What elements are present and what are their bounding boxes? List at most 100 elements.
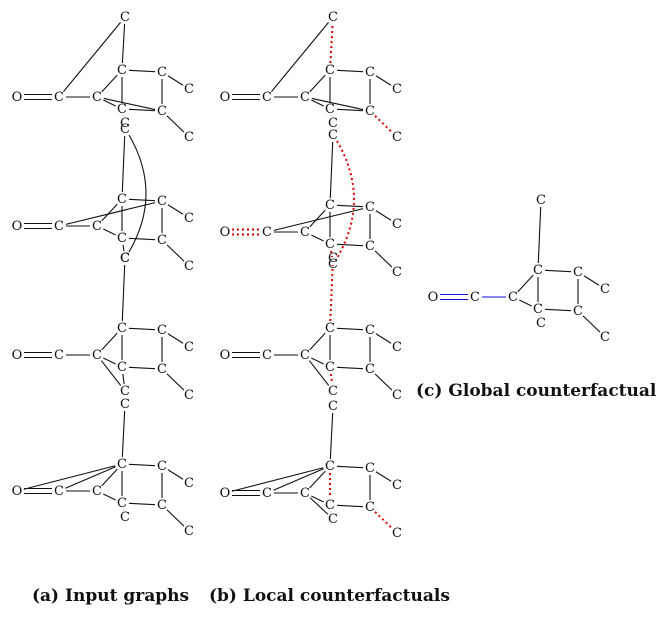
input-3-bond-C4-C6 [128, 366, 156, 370]
input-3-atom-C4: C [117, 360, 127, 375]
local-1-atom-O: O [220, 90, 231, 105]
input-3-bond-C6-C10 [166, 373, 185, 391]
input-1-atom-C8: C [120, 116, 130, 131]
local-4-atom-C6: C [365, 500, 375, 515]
local-3-bond-C4-C8-removed [329, 373, 334, 385]
local-1-bond-C2-C4 [311, 99, 324, 107]
local-1-bond-C1-C7 [271, 22, 329, 92]
input-4-atom-C6: C [157, 498, 167, 513]
local-3-atom-C5: C [365, 323, 375, 338]
input-4-bond-C5-C9 [167, 469, 184, 480]
input-1-atom-O: O [12, 90, 23, 105]
local-3-bond-C2-C3 [309, 332, 326, 351]
input-4-bond-C4-C6 [128, 502, 156, 506]
global-1-atom-C4: C [533, 302, 543, 317]
local-3-bond-C5-C9 [375, 333, 392, 344]
input-3-bond-C2-C4 [103, 357, 116, 365]
local-1-bond-C3-C7-removed [329, 23, 334, 64]
local-2-bond-C3-C5 [336, 204, 364, 208]
local-4-bond-C2-C4 [311, 495, 324, 503]
input-4-atom-C5: C [157, 459, 167, 474]
local-4-atom-C3: C [325, 459, 335, 474]
input-1-atom-C9: C [184, 82, 194, 97]
global-1-atom-C9: C [600, 282, 610, 297]
local-2-atom-C6: C [365, 239, 375, 254]
input-4-bond-C3-C5 [128, 463, 156, 467]
global-1-bond-C5-C9 [583, 275, 600, 286]
input-3-atom-C7: C [120, 251, 130, 266]
input-2-bond-C3-C7 [121, 135, 126, 193]
local-2-bond-C4-C8-removed [330, 250, 333, 258]
caption-local-counterfactuals: (b) Local counterfactuals [209, 586, 450, 606]
local-3-atom-O: O [220, 348, 231, 363]
local-2-bond-C1-C5 [273, 208, 364, 231]
local-2-atom-C8: C [328, 257, 338, 272]
local-2-bond-C2-C3 [309, 209, 326, 228]
input-3-bond-C2-C8 [100, 360, 122, 386]
input-4-atom-C7: C [120, 397, 130, 412]
input-2-bond-C4-C8 [122, 244, 125, 252]
input-1-atom-C4: C [117, 102, 127, 117]
local-4-bond-C3-C5 [336, 465, 364, 469]
input-1-atom-C1: C [54, 90, 64, 105]
input-4-bond-C1-C3 [65, 466, 116, 489]
input-4-bond-C6-C10 [166, 509, 185, 527]
global-1-atom-C6: C [573, 304, 583, 319]
local-4-atom-C2: C [300, 486, 310, 501]
local-2-atom-C2: C [300, 225, 310, 240]
input-1-bond-C2-C3 [101, 74, 118, 93]
local-1-bond-C4-C6 [336, 108, 364, 112]
local-2-bond-C7-C8-removed [336, 140, 355, 259]
input-4-atom-C10: C [184, 524, 194, 539]
input-4-bond-C2-C4 [103, 493, 116, 501]
global-1-atom-C5: C [573, 265, 583, 280]
global-1-bond-C2-C4 [519, 299, 532, 307]
input-1-bond-C2-C6 [103, 97, 156, 111]
input-3-atom-O: O [12, 348, 23, 363]
local-3-atom-C7: C [328, 251, 338, 266]
local-1-atom-C8: C [328, 116, 338, 131]
input-1-bond-C1-C7 [63, 22, 121, 92]
local-3-atom-C9: C [392, 340, 402, 355]
local-4-atom-C1: C [262, 486, 272, 501]
local-3-bond-C3-C5 [336, 327, 364, 331]
input-4-atom-O: O [12, 484, 23, 499]
global-1-bond-C2-C3 [517, 274, 534, 293]
input-3-bond-C4-C8 [122, 373, 125, 385]
input-2-atom-C9: C [184, 211, 194, 226]
local-4-bond-C2-C3 [309, 470, 326, 489]
local-4-bond-C1-C3 [273, 468, 324, 491]
local-4-atom-O: O [220, 486, 231, 501]
global-1-bond-C4-C6 [544, 308, 572, 312]
local-2-atom-O: O [220, 225, 231, 240]
local-2-atom-C7: C [328, 128, 338, 143]
input-4-atom-C4: C [117, 496, 127, 511]
local-4-bond-O-C3 [231, 467, 324, 492]
input-1-bond-C6-C10 [166, 115, 185, 133]
local-4-atom-C5: C [365, 461, 375, 476]
global-1-atom-C8: C [536, 316, 546, 331]
input-3-bond-C2-C3 [101, 332, 118, 351]
local-3-atom-C1: C [262, 348, 272, 363]
local-1-atom-C10: C [392, 130, 402, 145]
input-3-atom-C3: C [117, 321, 127, 336]
input-3-bond-C3-C5 [128, 327, 156, 331]
local-4-atom-C10: C [392, 526, 402, 541]
global-1-atom-O: O [428, 290, 439, 305]
input-2-bond-C7-C8 [128, 134, 147, 253]
local-3-atom-C3: C [325, 321, 335, 336]
global-1-bond-C6-C10 [582, 315, 601, 333]
input-2-atom-C3: C [117, 192, 127, 207]
input-2-bond-C3-C5 [128, 198, 156, 202]
local-3-atom-C4: C [325, 360, 335, 375]
local-1-atom-C6: C [365, 104, 375, 119]
local-1-atom-C9: C [392, 82, 402, 97]
local-1-atom-C3: C [325, 63, 335, 78]
local-3-atom-C2: C [300, 348, 310, 363]
local-3-bond-C6-C10 [374, 373, 393, 391]
input-1-atom-C10: C [184, 130, 194, 145]
local-1-bond-C2-C3 [309, 74, 326, 93]
input-3-atom-C6: C [157, 362, 167, 377]
global-1-bond-C3-C5 [544, 269, 572, 273]
